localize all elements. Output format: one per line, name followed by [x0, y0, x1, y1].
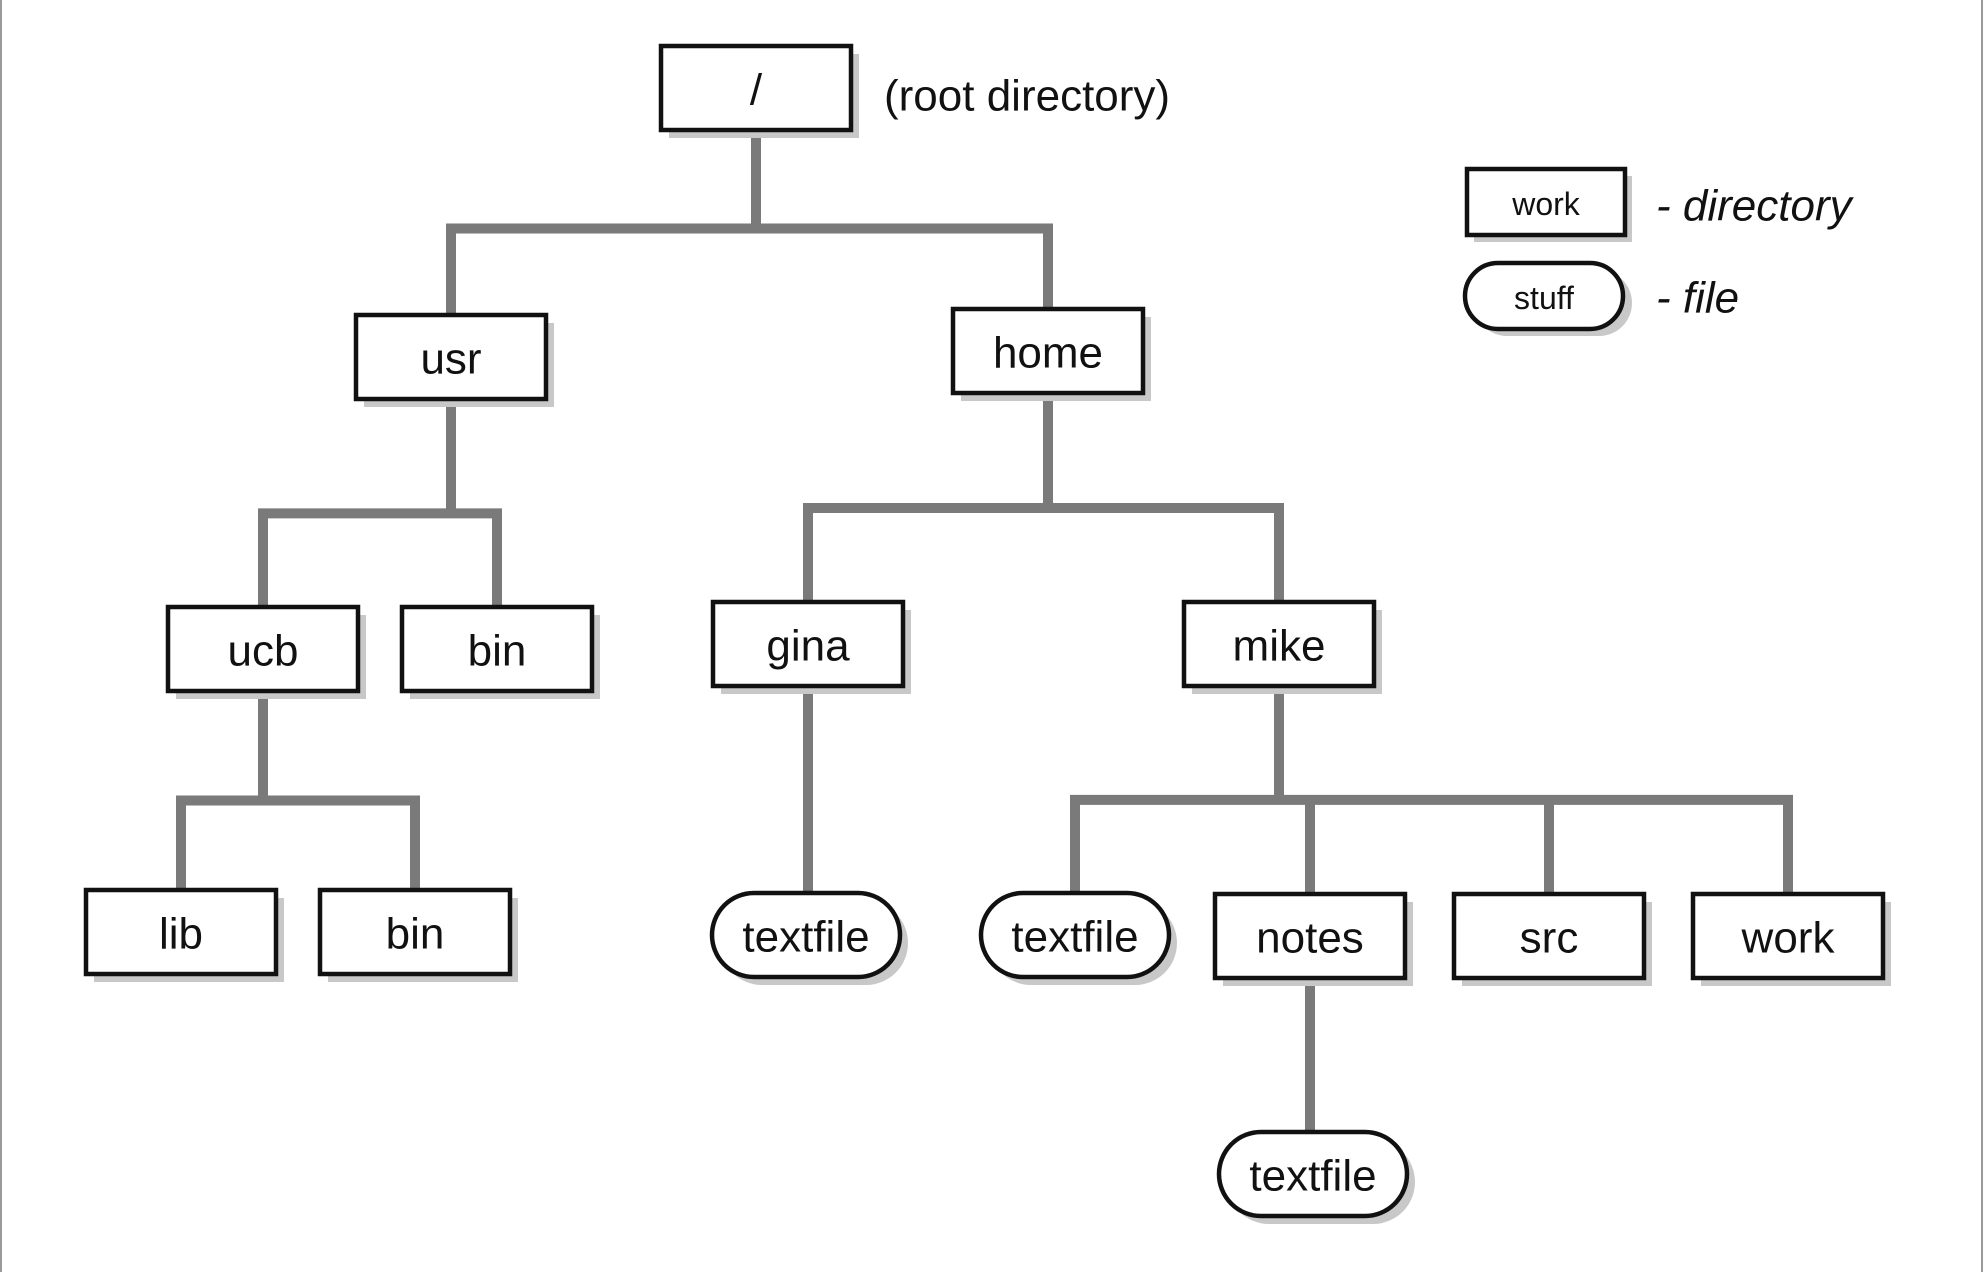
connector-mike	[1070, 681, 1793, 899]
node-label: usr	[420, 335, 481, 384]
node-home: home	[950, 306, 1151, 401]
node-label: bin	[468, 627, 527, 676]
node-label: notes	[1256, 914, 1364, 963]
node-lib: lib	[83, 887, 284, 982]
directory-box	[317, 887, 513, 977]
legend: work - directory stuff - file	[1462, 166, 1855, 336]
node-ucb-bin: bin	[317, 887, 518, 982]
node-work: work	[1690, 891, 1891, 986]
node-label: home	[993, 329, 1103, 378]
file-box	[709, 890, 903, 980]
node-label: bin	[386, 910, 445, 959]
directory-box	[710, 599, 906, 689]
file-box	[1216, 1129, 1410, 1219]
directory-box	[1181, 599, 1377, 689]
node-gina: gina	[710, 599, 911, 694]
node-mike-textfile: textfile	[978, 890, 1177, 985]
node-root: /	[658, 43, 859, 138]
node-label: src	[1520, 914, 1579, 963]
node-notes-textfile: textfile	[1216, 1129, 1415, 1224]
node-label: work	[1741, 914, 1836, 963]
legend-file: stuff - file	[1462, 260, 1739, 336]
node-label: textfile	[1249, 1152, 1376, 1201]
connector-usr	[258, 394, 502, 612]
directory-box	[83, 887, 279, 977]
node-usr: usr	[353, 312, 554, 407]
directory-box	[165, 604, 361, 694]
directory-box	[1212, 891, 1408, 981]
connector-home	[803, 388, 1284, 607]
node-gina-textfile: textfile	[709, 890, 908, 985]
node-label: textfile	[742, 913, 869, 962]
node-src: src	[1451, 891, 1652, 986]
legend-directory-box	[1464, 166, 1628, 238]
connector-root	[446, 125, 1053, 320]
legend-file-sample: stuff	[1514, 280, 1574, 316]
legend-file-description: - file	[1656, 274, 1739, 323]
directory-box	[950, 306, 1146, 396]
directory-box	[1451, 891, 1647, 981]
directory-box	[1690, 891, 1886, 981]
legend-directory-description: - directory	[1656, 182, 1855, 231]
node-usr-bin: bin	[399, 604, 600, 699]
tree-nodes: / usr home ucb bin lib bin gina mike textfile text…	[83, 43, 1891, 1224]
directory-box	[399, 604, 595, 694]
node-label: ucb	[228, 627, 299, 676]
file-box	[978, 890, 1172, 980]
legend-file-box	[1462, 260, 1626, 332]
node-mike: mike	[1181, 599, 1382, 694]
directory-box	[353, 312, 549, 402]
legend-directory: work - directory	[1464, 166, 1855, 242]
node-label: mike	[1233, 622, 1326, 671]
directory-box	[658, 43, 854, 133]
node-ucb: ucb	[165, 604, 366, 699]
root-annotation: (root directory)	[884, 72, 1170, 121]
node-label: textfile	[1011, 913, 1138, 962]
node-label: lib	[159, 910, 203, 959]
node-label: gina	[766, 622, 850, 671]
connector-lines	[176, 125, 1793, 1137]
node-notes: notes	[1212, 891, 1413, 986]
node-label: /	[750, 66, 763, 115]
legend-directory-sample: work	[1511, 186, 1581, 222]
connector-ucb	[176, 686, 420, 895]
